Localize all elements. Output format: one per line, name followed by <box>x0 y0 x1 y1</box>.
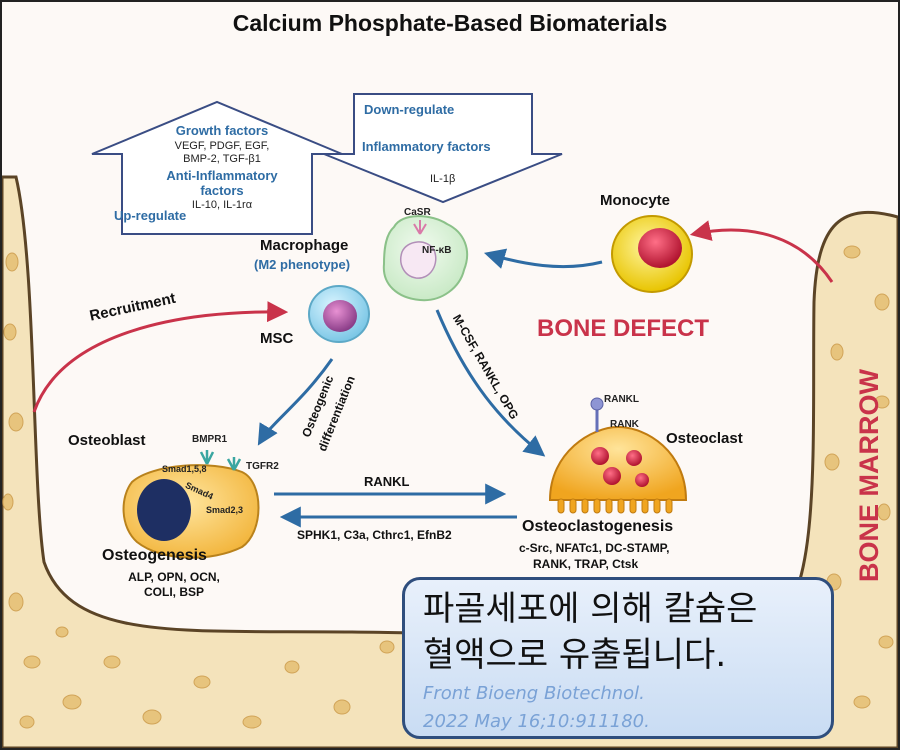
rankl-arrow-label: RANKL <box>364 474 410 489</box>
down-regulate-arrow <box>323 93 563 204</box>
callout-line-1: 파골세포에 의해 칼슘은 <box>423 589 758 629</box>
inflammatory-factors-label: Inflammatory factors <box>362 139 491 154</box>
annotation-callout: 파골세포에 의해 칼슘은 혈액으로 유출됩니다. Front Bioeng Bi… <box>402 577 834 739</box>
rank-receptor-label: RANK <box>610 419 639 430</box>
anti-inflammatory-label-1: Anti-Inflammatory <box>166 168 278 183</box>
recruitment-arrow <box>32 301 289 413</box>
smad23-label: Smad2,3 <box>206 505 244 515</box>
osteoblast-label: Osteoblast <box>68 432 146 449</box>
osteoblast-cell <box>122 450 260 559</box>
sphk-arrow-label: SPHK1, C3a, Cthrc1, EfnB2 <box>297 528 452 542</box>
up-regulate-arrow <box>91 100 343 235</box>
citation-line-1: Front Bioeng Biotechnol. <box>423 683 645 704</box>
bmpr1-label: BMPR1 <box>192 434 228 445</box>
inflammatory-factors-list: IL-1β <box>430 173 456 185</box>
monocyte-label: Monocyte <box>600 192 671 209</box>
monocyte-to-macrophage-arrow <box>483 248 603 269</box>
figure-title: Calcium Phosphate-Based Biomaterials <box>232 10 668 36</box>
msc-cell <box>308 285 370 343</box>
osteogenesis-markers-1: ALP, OPN, OCN, <box>128 570 220 584</box>
monocyte-cell <box>611 215 693 293</box>
smad158-label: Smad1,5,8 <box>162 464 207 474</box>
up-regulate-label: Up-regulate <box>114 208 187 223</box>
osteogenesis-heading: Osteogenesis <box>102 547 207 564</box>
osteogenesis-markers-2: COLI, BSP <box>143 585 204 599</box>
down-regulate-label: Down-regulate <box>364 102 455 117</box>
msc-to-osteoblast-arrow <box>257 358 334 446</box>
callout-line-2: 혈액으로 유출됩니다. <box>423 635 727 675</box>
growth-factors-label: Growth factors <box>175 123 269 138</box>
bone-defect-label: BONE DEFECT <box>537 315 710 342</box>
tgfr2-label: TGFR2 <box>246 461 279 472</box>
marrow-to-monocyte-arrow <box>689 220 834 283</box>
nfkb-label: NF-κB <box>422 245 452 256</box>
bone-marrow-label: BONE MARROW <box>854 369 884 582</box>
osteoclastogenesis-heading: Osteoclastogenesis <box>522 518 674 535</box>
bone-pores <box>2 245 894 729</box>
osteoclast-label: Osteoclast <box>666 430 743 447</box>
macrophage-phenotype-label: (M2 phenotype) <box>254 257 351 272</box>
osteoclastogenesis-markers-1: c-Src, NFATc1, DC-STAMP, <box>519 541 670 555</box>
anti-inflammatory-label-2: factors <box>200 183 244 198</box>
macrophage-cell <box>382 215 469 302</box>
rankl-receptor-label: RANKL <box>604 394 639 405</box>
macrophage-to-osteoclast-arrow <box>435 309 546 457</box>
macrophage-label: Macrophage <box>260 237 349 254</box>
citation-line-2: 2022 May 16;10:911180. <box>423 711 650 732</box>
growth-factors-list-1: VEGF, PDGF, EGF, <box>174 140 270 152</box>
msc-label: MSC <box>260 330 294 347</box>
osteoclast-cell <box>548 397 688 514</box>
casr-label: CaSR <box>404 207 431 218</box>
osteoclastogenesis-markers-2: RANK, TRAP, Ctsk <box>533 557 639 571</box>
growth-factors-list-2: BMP-2, TGF-β1 <box>183 153 261 165</box>
anti-inflammatory-list: IL-10, IL-1rα <box>191 199 253 211</box>
